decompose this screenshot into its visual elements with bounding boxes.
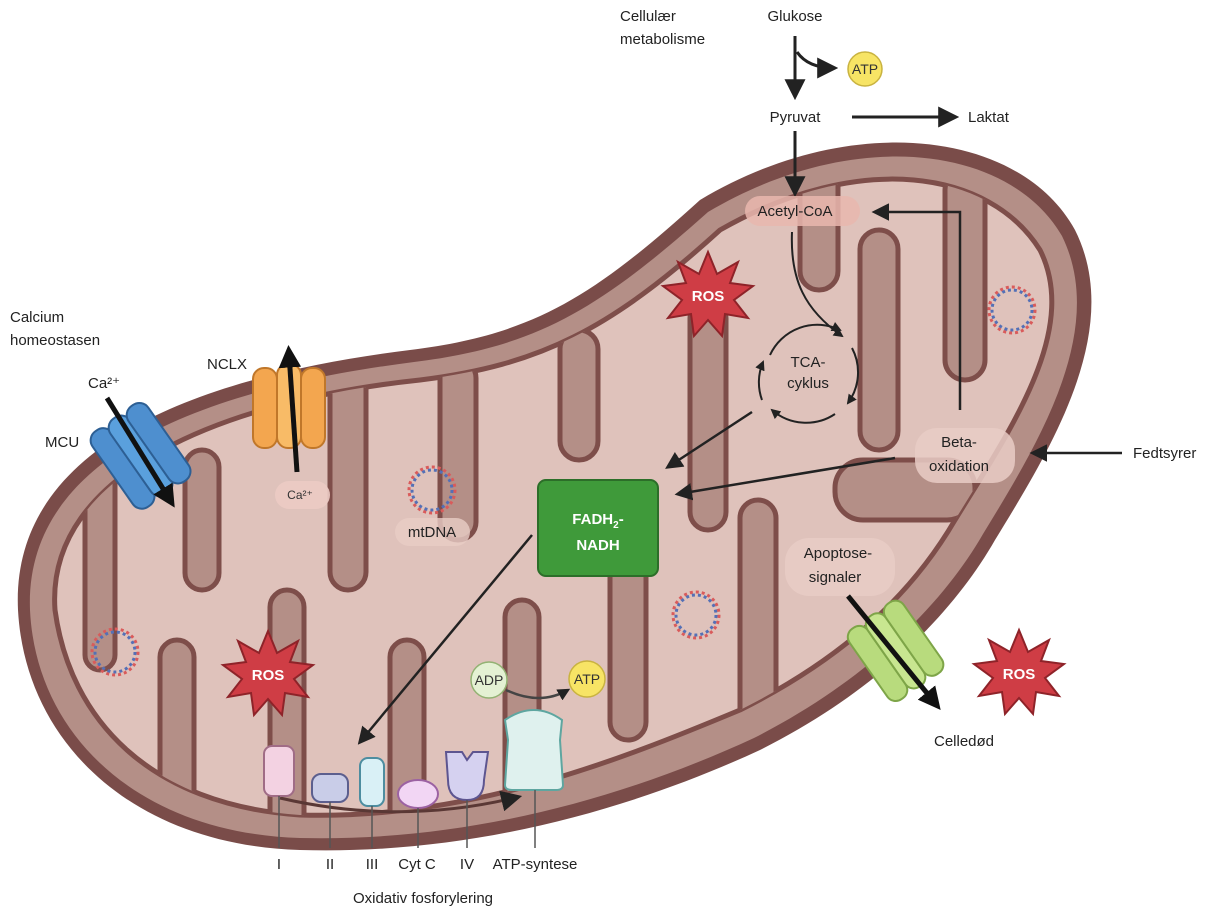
- apoptosis-label: Apoptose-: [804, 545, 872, 562]
- atp-synthase: [505, 710, 563, 790]
- pyruvate-label: Pyruvat: [770, 109, 822, 126]
- atp-bottom-label: ATP: [574, 671, 600, 687]
- svg-text:Cyt C: Cyt C: [398, 856, 436, 873]
- atp-top-label: ATP: [852, 61, 878, 77]
- ca-top-label: Ca²⁺: [88, 375, 120, 392]
- apoptosis-label-2: signaler: [809, 569, 862, 586]
- beta-oxidation-label: Beta-: [941, 434, 977, 451]
- svg-text:II: II: [326, 856, 334, 873]
- mcu-label: MCU: [45, 434, 79, 451]
- ros-star-right: ROS: [974, 630, 1064, 714]
- calcium-heading: Calcium: [10, 309, 64, 326]
- glucose-to-atp-arrow: [797, 52, 834, 68]
- svg-text:ROS: ROS: [692, 288, 725, 305]
- cell-death-label: Celledød: [934, 733, 994, 750]
- complex-ii: [312, 774, 348, 802]
- nadh-label: NADH: [576, 537, 619, 554]
- complex-iii: [360, 758, 384, 806]
- complex-labels: I II III Cyt C IV ATP-syntese: [277, 856, 577, 873]
- lactate-label: Laktat: [968, 109, 1010, 126]
- metabolism-heading-2: metabolisme: [620, 31, 705, 48]
- tca-label-2: cyklus: [787, 375, 829, 392]
- adp-label: ADP: [475, 672, 504, 688]
- svg-text:ROS: ROS: [1003, 666, 1036, 683]
- cytochrome-c: [398, 780, 438, 808]
- complex-i: [264, 746, 294, 796]
- svg-text:IV: IV: [460, 856, 474, 873]
- metabolism-heading: Cellulær: [620, 8, 676, 25]
- glucose-label: Glukose: [767, 8, 822, 25]
- svg-text:I: I: [277, 856, 281, 873]
- svg-text:ATP-syntese: ATP-syntese: [493, 856, 578, 873]
- fatty-acids-label: Fedtsyrer: [1133, 445, 1196, 462]
- beta-oxidation-label-2: oxidation: [929, 458, 989, 475]
- mtdna-label: mtDNA: [408, 524, 456, 541]
- svg-text:ROS: ROS: [252, 667, 285, 684]
- calcium-heading-2: homeostasen: [10, 332, 100, 349]
- fadh-nadh-box: [538, 480, 658, 576]
- svg-text:III: III: [366, 856, 379, 873]
- oxphos-title: Oxidativ fosforylering: [353, 890, 493, 907]
- nclx-label: NCLX: [207, 356, 247, 373]
- ca-inner-label: Ca²⁺: [287, 488, 313, 502]
- acetyl-coa-label: Acetyl-CoA: [757, 203, 832, 220]
- tca-label: TCA-: [791, 354, 826, 371]
- complex-iv: [446, 752, 488, 800]
